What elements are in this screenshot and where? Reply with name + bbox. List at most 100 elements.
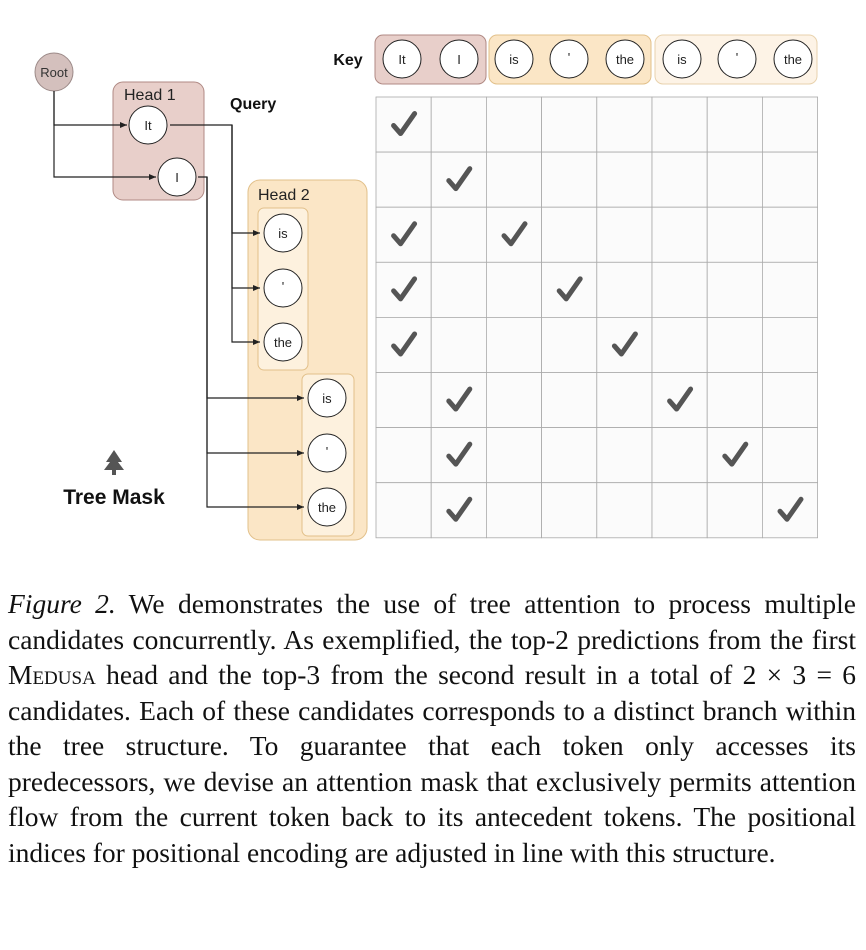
key-token: is <box>677 52 687 67</box>
key-node <box>717 39 757 79</box>
head1-token-i: I <box>175 170 179 185</box>
attention-check-icon <box>611 331 638 357</box>
head2-token-i-apos: ' <box>326 444 328 459</box>
key-node <box>662 39 702 79</box>
mask-cell <box>762 96 819 153</box>
mask-cell <box>430 261 487 318</box>
mask-cell <box>375 261 432 318</box>
mask-cell <box>375 206 432 263</box>
head2-token-it-apos: ' <box>282 279 284 294</box>
mask-cell <box>762 427 819 484</box>
head2-node-it-the <box>263 322 303 362</box>
mask-cell <box>706 206 763 263</box>
mask-cell <box>596 316 653 373</box>
mask-cell <box>762 261 819 318</box>
mask-cell <box>651 427 708 484</box>
head2-token-it-is: is <box>278 226 288 241</box>
mask-cell <box>485 206 542 263</box>
mask-cell <box>430 427 487 484</box>
key-token: It <box>398 52 406 67</box>
attention-check-icon <box>446 441 473 467</box>
mask-cell <box>375 96 432 153</box>
key-token: the <box>616 52 634 67</box>
head2-node-it-apos <box>263 268 303 308</box>
key-node <box>605 39 645 79</box>
head2-node-it-is <box>263 213 303 253</box>
key-node <box>382 39 422 79</box>
mask-cell <box>485 482 542 539</box>
head1-node-it <box>128 105 168 145</box>
head1-node-i <box>157 157 197 197</box>
mask-cell <box>541 427 598 484</box>
edge-root-i <box>53 91 156 180</box>
mask-cell <box>430 151 487 208</box>
attention-check-icon <box>391 276 418 302</box>
tree-mask-label: Tree Mask <box>63 486 165 509</box>
mask-cell <box>596 261 653 318</box>
caption-text-2: head and the top-3 from the second resul… <box>8 659 856 868</box>
key-node <box>494 39 534 79</box>
mask-cell <box>485 372 542 428</box>
mask-cell <box>706 96 763 153</box>
mask-cell <box>485 96 542 153</box>
mask-cell <box>762 206 819 263</box>
mask-cell <box>651 482 708 539</box>
mask-cell <box>706 261 763 318</box>
mask-cell <box>596 372 653 428</box>
attention-check-icon <box>446 166 473 192</box>
attention-check-icon <box>722 441 749 467</box>
key-node <box>773 39 813 79</box>
mask-cell <box>430 316 487 373</box>
mask-cell <box>762 151 819 208</box>
key-token: is <box>509 52 519 67</box>
caption-label: Figure 2. <box>8 588 116 619</box>
root-label: Root <box>40 65 68 80</box>
head2-node-i-apos <box>307 433 347 473</box>
mask-cell <box>596 206 653 263</box>
mask-cell <box>485 427 542 484</box>
mask-cell <box>541 482 598 539</box>
tree-mask-grid <box>375 96 819 539</box>
attention-check-icon <box>556 276 583 302</box>
mask-cell <box>651 372 708 428</box>
edge-i-the <box>206 177 304 510</box>
key-node <box>549 39 589 79</box>
mask-cell <box>541 261 598 318</box>
mask-cell <box>430 206 487 263</box>
attention-check-icon <box>391 331 418 357</box>
caption-text-1: We demonstrates the use of tree attentio… <box>8 588 856 655</box>
head2-token-i-is: is <box>322 391 332 406</box>
mask-cell <box>706 482 763 539</box>
mask-cell <box>541 316 598 373</box>
mask-cell <box>706 427 763 484</box>
mask-cell <box>706 151 763 208</box>
head1-label: Head 1 <box>124 87 176 104</box>
figure-caption: Figure 2. We demonstrates the use of tre… <box>8 586 856 870</box>
mask-cell <box>541 206 598 263</box>
mask-cell <box>375 316 432 373</box>
mask-cell <box>596 151 653 208</box>
mask-cell <box>541 372 598 428</box>
key-token: ' <box>736 50 738 65</box>
mask-cell <box>485 151 542 208</box>
head2-token-it-the: the <box>274 335 292 350</box>
attention-check-icon <box>501 221 528 247</box>
tree-icon <box>104 450 124 475</box>
mask-cell <box>375 372 432 428</box>
mask-cell <box>375 482 432 539</box>
head2-node-i-is <box>307 378 347 418</box>
mask-cell <box>651 96 708 153</box>
mask-cell <box>762 372 819 428</box>
head2-label: Head 2 <box>258 187 310 204</box>
mask-cell <box>651 206 708 263</box>
attention-check-icon <box>777 496 804 522</box>
tree-edges <box>53 91 304 510</box>
attention-check-icon <box>391 221 418 247</box>
mask-cell <box>596 427 653 484</box>
attention-check-icon <box>391 111 418 137</box>
mask-cell <box>430 96 487 153</box>
mask-cell <box>762 482 819 539</box>
head1-token-it: It <box>144 118 152 133</box>
attention-check-icon <box>446 496 473 522</box>
